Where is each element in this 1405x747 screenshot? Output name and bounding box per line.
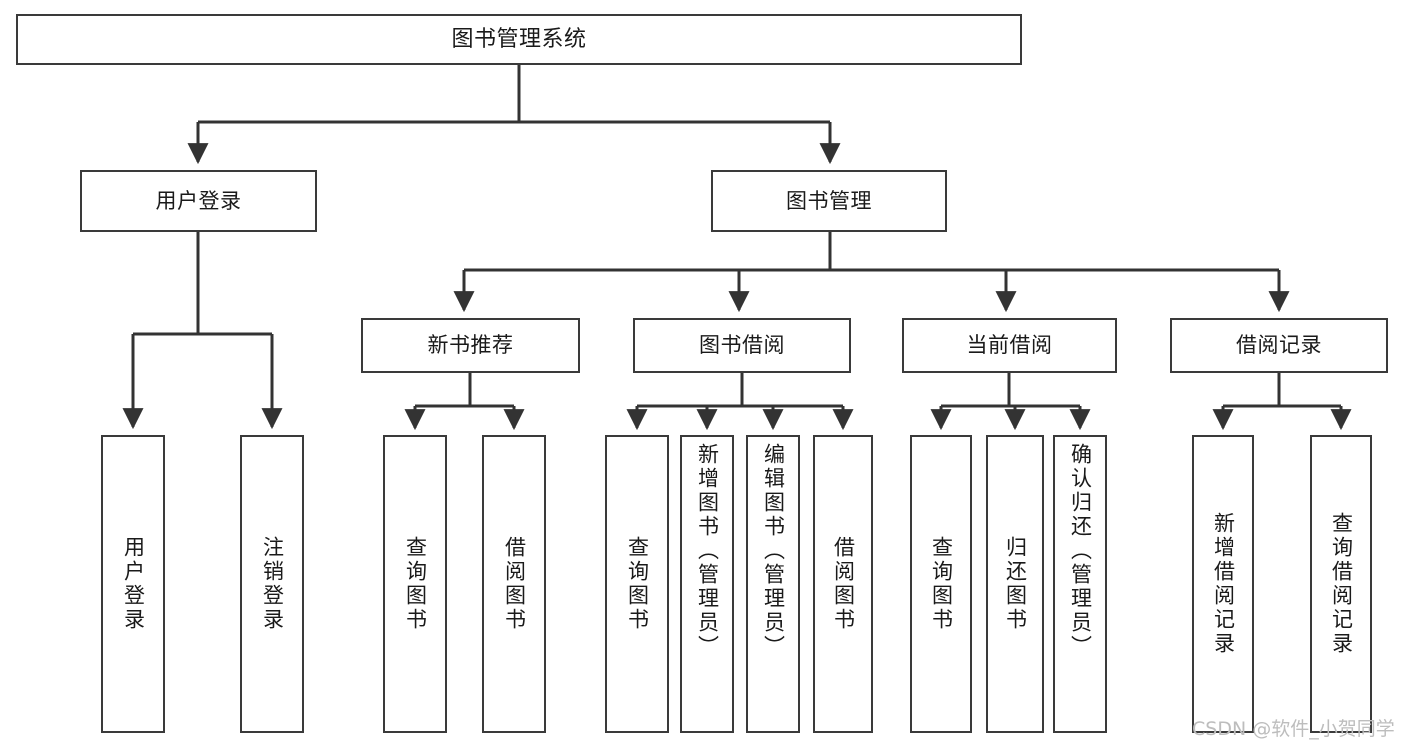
leaf-query-book-cur[interactable]: 查询图书 <box>910 435 972 733</box>
leaf-query-book-rec[interactable]: 查询图书 <box>383 435 447 733</box>
leaf-borrow-book-rec[interactable]: 借阅图书 <box>482 435 546 733</box>
node-user-login[interactable]: 用户登录 <box>80 170 317 232</box>
leaf-add-book[interactable]: 新增图书（管理员） <box>680 435 734 733</box>
leaf-logout[interactable]: 注销登录 <box>240 435 304 733</box>
leaf-query-record-label: 查询借阅记录 <box>1329 512 1354 656</box>
node-root-system[interactable]: 图书管理系统 <box>16 14 1022 65</box>
node-current-borrow-label: 当前借阅 <box>966 333 1053 358</box>
node-book-borrow-label: 图书借阅 <box>699 333 785 358</box>
leaf-logout-label: 注销登录 <box>260 536 285 632</box>
leaf-query-book-borrow[interactable]: 查询图书 <box>605 435 669 733</box>
leaf-borrow-book-rec-label: 借阅图书 <box>502 536 527 632</box>
node-borrow-record[interactable]: 借阅记录 <box>1170 318 1388 373</box>
leaf-borrow-book-label: 借阅图书 <box>831 536 856 632</box>
leaf-add-record-label: 新增借阅记录 <box>1211 512 1236 656</box>
node-user-login-label: 用户登录 <box>155 188 242 213</box>
leaf-query-record[interactable]: 查询借阅记录 <box>1310 435 1372 733</box>
leaf-add-record[interactable]: 新增借阅记录 <box>1192 435 1254 733</box>
csdn-watermark: CSDN @软件_小贺同学 <box>1192 718 1395 740</box>
leaf-confirm-return[interactable]: 确认归还（管理员） <box>1053 435 1107 733</box>
node-book-borrow[interactable]: 图书借阅 <box>633 318 851 373</box>
leaf-borrow-book[interactable]: 借阅图书 <box>813 435 873 733</box>
leaf-return-book[interactable]: 归还图书 <box>986 435 1044 733</box>
leaf-user-login[interactable]: 用户登录 <box>101 435 165 733</box>
leaf-edit-book[interactable]: 编辑图书（管理员） <box>746 435 800 733</box>
node-book-manage[interactable]: 图书管理 <box>711 170 947 232</box>
leaf-confirm-return-label: 确认归还（管理员） <box>1068 443 1093 659</box>
node-root-label: 图书管理系统 <box>451 26 587 52</box>
node-borrow-record-label: 借阅记录 <box>1236 333 1322 358</box>
node-book-manage-label: 图书管理 <box>786 188 872 213</box>
leaf-edit-book-label: 编辑图书（管理员） <box>761 443 786 659</box>
node-new-book-rec-label: 新书推荐 <box>427 333 514 358</box>
node-new-book-recommendation[interactable]: 新书推荐 <box>361 318 580 373</box>
leaf-query-book-borrow-label: 查询图书 <box>625 536 650 632</box>
leaf-query-book-cur-label: 查询图书 <box>929 536 954 632</box>
node-current-borrow[interactable]: 当前借阅 <box>902 318 1117 373</box>
leaf-add-book-label: 新增图书（管理员） <box>695 443 720 659</box>
leaf-user-login-label: 用户登录 <box>121 536 146 632</box>
leaf-return-book-label: 归还图书 <box>1003 536 1028 632</box>
leaf-query-book-rec-label: 查询图书 <box>403 536 428 632</box>
